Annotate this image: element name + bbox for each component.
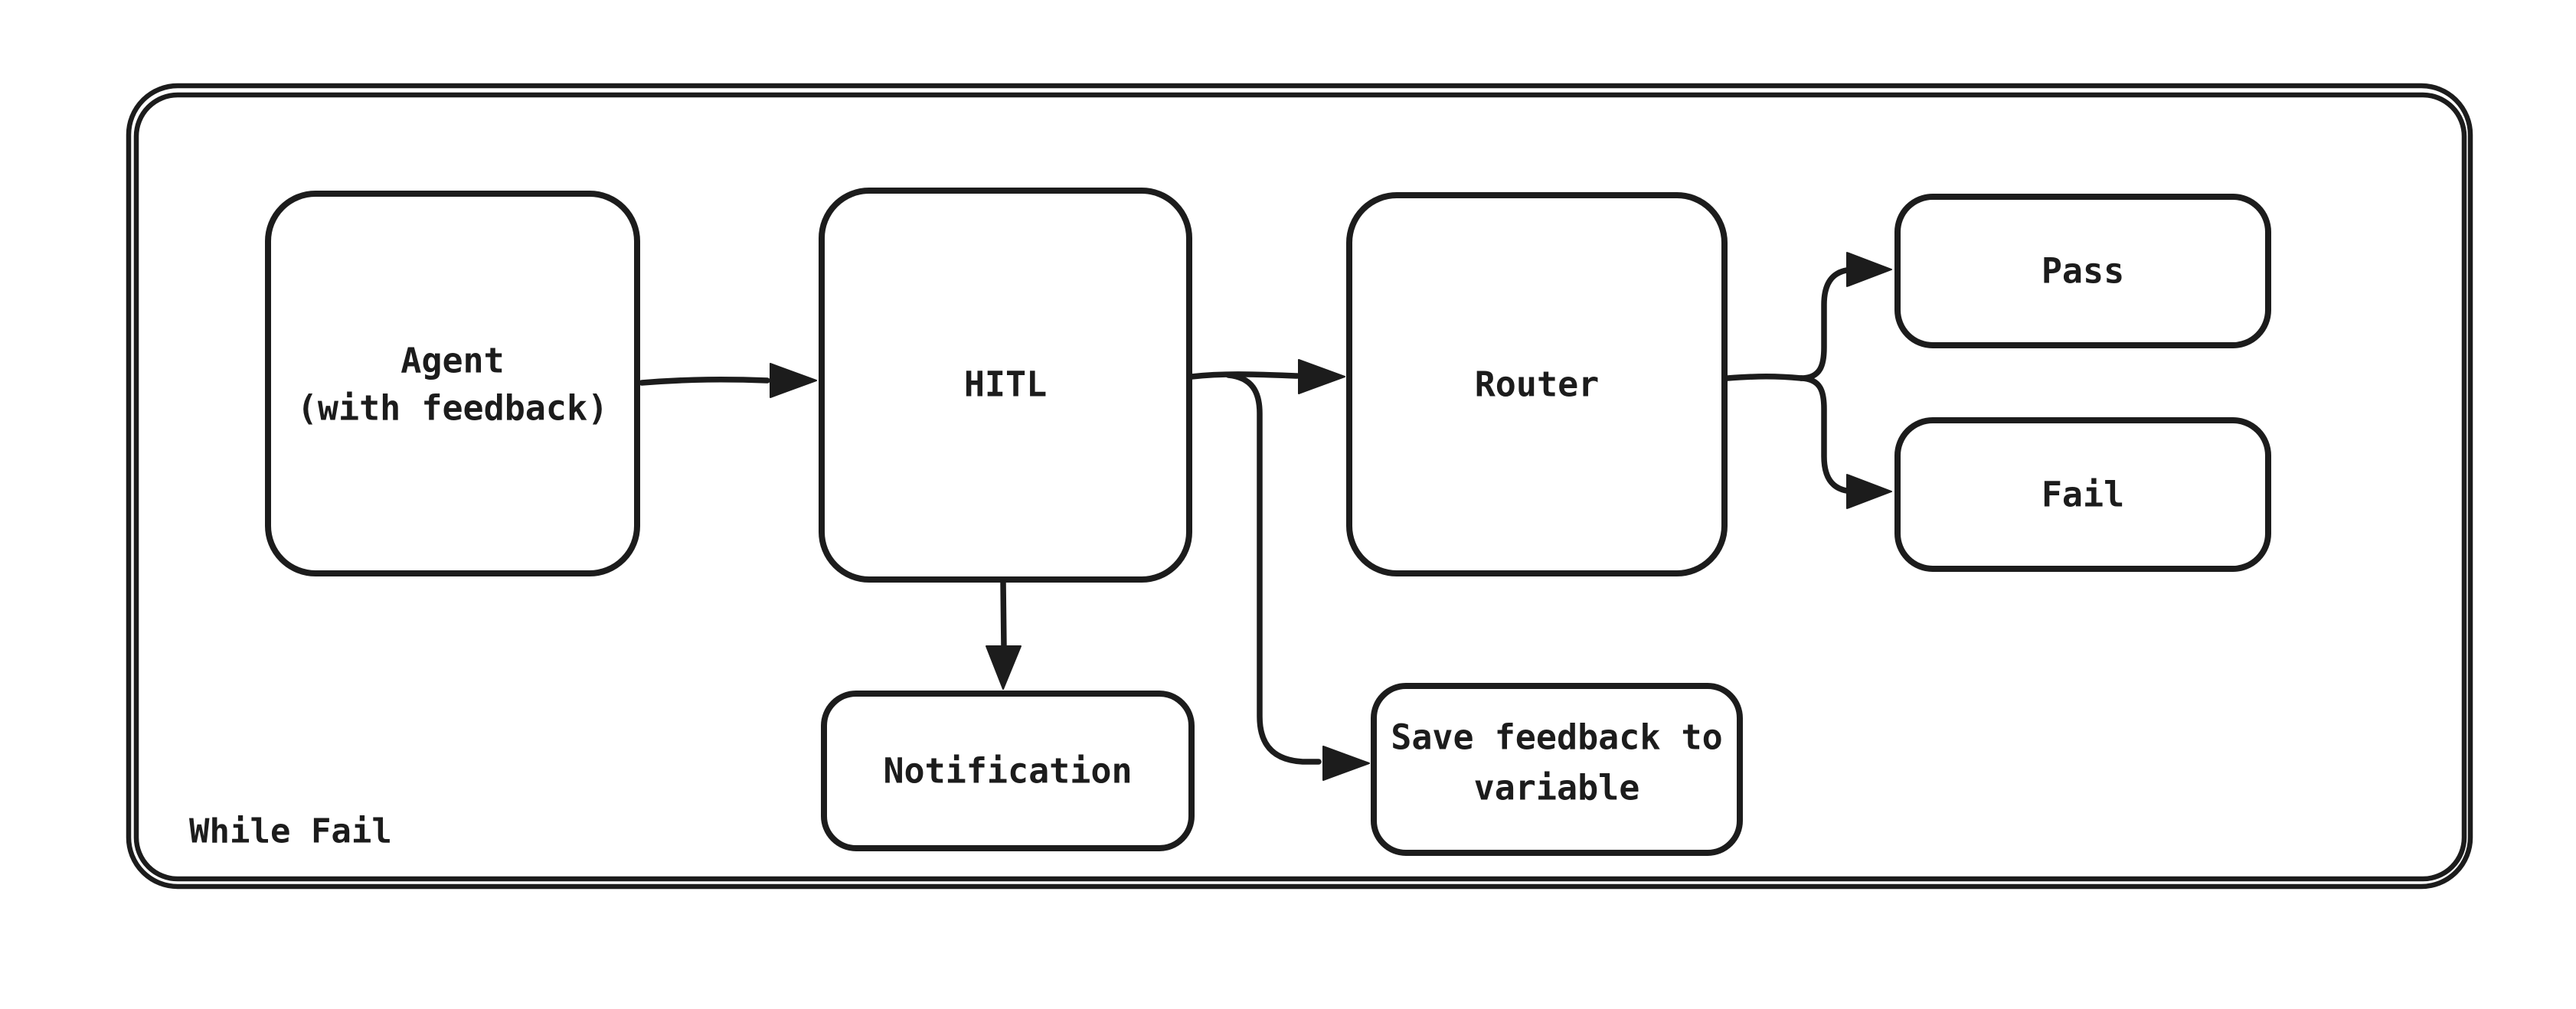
while-fail-container: While Fail: [126, 83, 2473, 890]
while-fail-label: While Fail: [189, 812, 392, 851]
edge-router-to-pass-arrowhead-icon: [1846, 252, 1892, 287]
node-fail: Fail: [1894, 417, 2271, 572]
edge-hitl-to-router-arrowhead-icon: [1298, 359, 1345, 394]
while-fail-container-outline-inner: [133, 92, 2467, 882]
edge-router-to-fail-line: [1798, 375, 1859, 495]
node-pass-shape: [1894, 194, 2271, 348]
edge-hitl-to-router-line: [1188, 371, 1300, 380]
edge-router-to-fail-arrowhead-icon: [1846, 474, 1892, 509]
edge-agent-to-hitl-arrowhead-icon: [770, 363, 817, 398]
while-fail-container-outline-outer: [126, 83, 2473, 890]
node-agent-label-line2: (with feedback): [297, 388, 608, 429]
node-fail-label: Fail: [2042, 475, 2124, 515]
edge-hitl-to-notification: [986, 580, 1022, 690]
node-notification-shape: [821, 691, 1195, 851]
node-save-feedback-label-line1: Save feedback to: [1391, 717, 1722, 758]
edge-router-to-pass: [1724, 252, 1892, 381]
node-hitl-label: HITL: [964, 364, 1047, 405]
edge-hitl-to-notification-arrowhead-icon: [986, 645, 1022, 690]
edge-agent-to-hitl-line: [639, 377, 770, 386]
node-save-feedback-label-line2: variable: [1474, 768, 1640, 808]
node-notification-label: Notification: [883, 751, 1132, 792]
edge-router-to-fail: [1798, 375, 1892, 509]
node-pass: Pass: [1894, 194, 2271, 348]
node-save-feedback: Save feedback to variable: [1371, 683, 1743, 856]
node-router-shape: [1346, 192, 1728, 576]
node-pass-label: Pass: [2042, 251, 2124, 292]
node-agent: Agent (with feedback): [265, 191, 640, 576]
node-agent-shape: [265, 191, 640, 576]
node-router-label: Router: [1475, 364, 1600, 405]
node-hitl-shape: [819, 188, 1192, 583]
node-agent-label-line1: Agent: [400, 341, 504, 381]
edge-hitl-to-save-feedback-line: [1225, 372, 1322, 765]
edge-agent-to-hitl: [639, 363, 817, 398]
edge-router-to-pass-line: [1798, 266, 1859, 381]
edge-router-fork-line: [1724, 374, 1804, 381]
edge-hitl-to-router: [1188, 359, 1345, 394]
node-save-feedback-shape: [1371, 683, 1743, 856]
node-router: Router: [1346, 192, 1728, 576]
edge-hitl-to-notification-line: [1000, 580, 1007, 651]
edge-hitl-to-save-feedback: [1225, 372, 1370, 781]
node-notification: Notification: [821, 691, 1195, 851]
node-fail-shape: [1894, 417, 2271, 572]
node-hitl: HITL: [819, 188, 1192, 583]
edge-hitl-to-save-feedback-arrowhead-icon: [1322, 746, 1370, 781]
